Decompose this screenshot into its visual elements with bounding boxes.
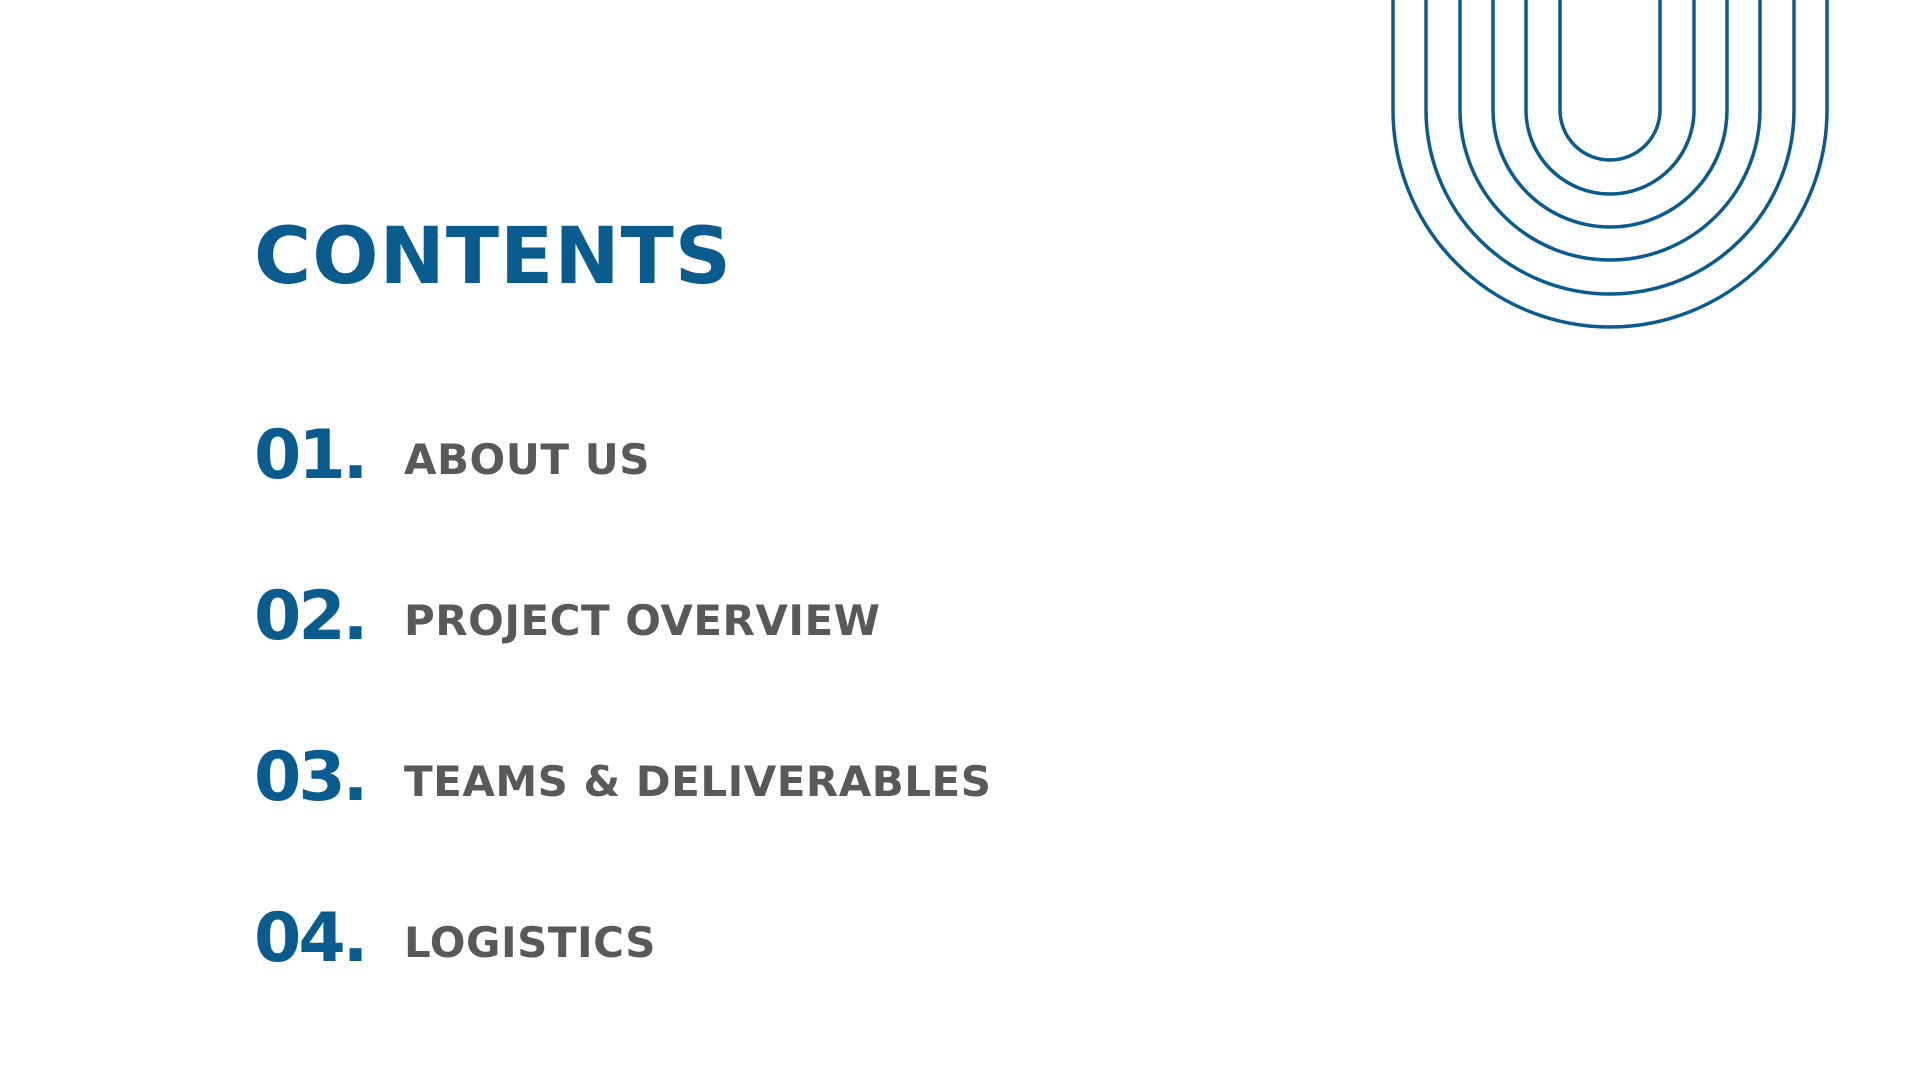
page-title: CONTENTS	[254, 212, 732, 302]
arch-line	[1524, 0, 1696, 196]
arch-line	[1491, 0, 1729, 229]
arch-line	[1424, 0, 1796, 296]
arch-line	[1391, 0, 1829, 329]
arch-line	[1458, 0, 1762, 262]
toc-item-label: TEAMS & DELIVERABLES	[404, 757, 992, 806]
toc-item-number: 04.	[254, 899, 368, 978]
toc-item-label: PROJECT OVERVIEW	[404, 596, 881, 645]
toc-item-number: 02.	[254, 577, 368, 656]
toc-item-number: 01.	[254, 416, 368, 495]
toc-item-number: 03.	[254, 738, 368, 817]
arch-line	[1558, 0, 1662, 162]
toc-item-label: ABOUT US	[404, 435, 650, 484]
concentric-arches-icon	[1391, 0, 1829, 329]
toc-item-label: LOGISTICS	[404, 918, 656, 967]
